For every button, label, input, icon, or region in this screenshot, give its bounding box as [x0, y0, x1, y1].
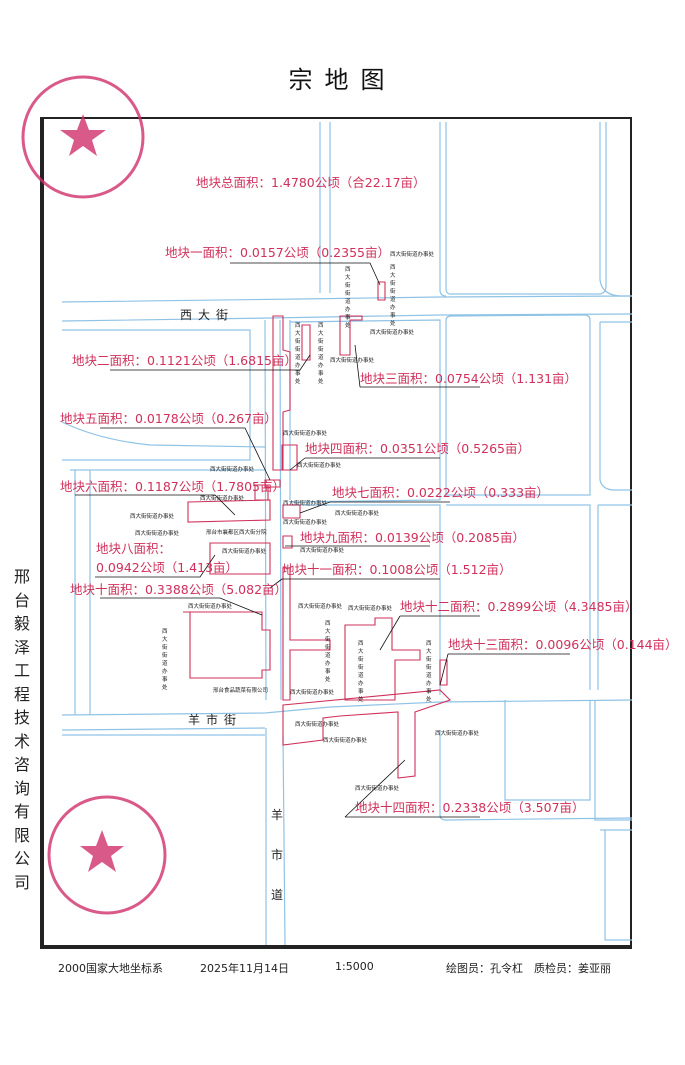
owner-label: 西大街街道办事处 — [295, 722, 340, 728]
owner-label: 西大街街道办事处 — [435, 731, 480, 737]
owner-label: 西大街街道办事处 — [210, 467, 255, 473]
parcel-11 — [282, 567, 331, 701]
parcel-label-2: 地块二面积：0.1121公顷（1.6815亩） — [72, 353, 297, 368]
top-seal — [21, 75, 145, 199]
block-edge — [290, 504, 632, 695]
owner-label: 西大街街道办事处 — [188, 604, 233, 610]
food-company-label: 邢台食品蔬菜有限公司 — [213, 688, 269, 694]
bottom-seal — [47, 795, 167, 915]
block-edge — [445, 122, 607, 295]
leader-lines — [75, 262, 570, 818]
parcel-1 — [377, 281, 386, 301]
owner-label: 西大街街道办事处 — [162, 629, 168, 691]
owner-label: 西大街街道办事处 — [390, 265, 396, 327]
owner-label: 西大街街道办事处 — [323, 738, 368, 744]
owner-label: 西大街街道办事处 — [426, 641, 432, 703]
parcel-label-11: 地块十一面积：0.1008公顷（1.512亩） — [282, 562, 512, 577]
parcel-label-14: 地块十四面积：0.2338公顷（3.507亩） — [355, 800, 585, 815]
block-edge — [70, 469, 265, 715]
owner-label: 西大街街道办事处 — [135, 531, 180, 537]
parcel-label-7: 地块七面积：0.0222公顷（0.333亩） — [332, 485, 550, 500]
staff-info: 绘图员：孔令杠 质检员：姜亚丽 — [446, 962, 611, 975]
star-icon — [80, 830, 124, 872]
parcel-label-4: 地块四面积：0.0351公顷（0.5265亩） — [305, 441, 530, 456]
owner-label: 西大街街道办事处 — [283, 501, 328, 507]
parcel-6 — [187, 484, 271, 523]
block-edge — [439, 122, 447, 297]
parcel-label-8: 地块八面积： — [96, 541, 172, 556]
parcel-label-9: 地块九面积：0.0139公顷（0.2085亩） — [300, 530, 525, 545]
road-edge — [264, 319, 267, 701]
owner-label: 西大街街道办事处 — [318, 323, 324, 385]
owner-label: 西大街街道办事处 — [283, 431, 328, 437]
street-label-yangshijie: 羊市街 — [188, 713, 243, 727]
owner-label: 西大街街道办事处 — [300, 548, 345, 554]
block-edge — [599, 122, 632, 297]
block-edge — [62, 320, 291, 500]
block-edge — [445, 314, 591, 496]
street-label-yangshidao: 羊市道 — [271, 808, 284, 902]
parcel-label-13: 地块十三面积：0.0096公顷（0.144亩） — [448, 637, 678, 652]
block-edge — [504, 505, 599, 801]
company-vertical-text: 邢台毅泽工程技术咨询有限公司 — [14, 567, 31, 892]
parcel-14 — [282, 689, 452, 779]
owner-label: 西大街街道办事处 — [355, 786, 400, 792]
road-edge — [61, 699, 633, 716]
owner-label: 西大街街道办事处 — [345, 267, 351, 329]
parcel-8 — [209, 542, 271, 575]
total-area-label: 地块总面积：1.4780公顷（合22.17亩） — [196, 175, 426, 190]
parcel-label-10: 地块十面积：0.3388公顷（5.082亩） — [70, 582, 288, 597]
block-edge — [439, 700, 633, 821]
block-edge — [600, 829, 632, 941]
owner-label: 西大街街道办事处 — [298, 604, 343, 610]
road-edge — [61, 727, 266, 731]
parcel-12 — [344, 617, 421, 701]
parcel-label-8-value: 0.0942公顷（1.413亩） — [96, 560, 239, 575]
parcel-4 — [281, 444, 298, 471]
owner-label: 西大街街道办事处 — [330, 358, 375, 364]
block-edge — [599, 321, 632, 491]
owner-label: 西大街街道办事处 — [297, 463, 342, 469]
star-icon — [60, 114, 106, 156]
parcel-extra — [301, 324, 311, 361]
road-edge — [282, 734, 286, 946]
parcel-label-3: 地块三面积：0.0754公顷（1.131亩） — [360, 371, 578, 386]
owner-label: 西大街街道办事处 — [335, 511, 380, 517]
street-label-xidajie: 西大街 — [180, 308, 235, 322]
parcel-label-1: 地块一面积：0.0157公顷（0.2355亩） — [165, 245, 390, 260]
parcel-3 — [339, 315, 363, 356]
owner-label: 西大街街道办事处 — [370, 330, 415, 336]
owner-label: 西大街街道办事处 — [130, 514, 175, 520]
block-edge — [319, 122, 331, 293]
parcel-label-12: 地块十二面积：0.2899公顷（4.3485亩） — [400, 599, 638, 614]
parcel-13 — [439, 659, 448, 686]
map-scale: 1:5000 — [335, 960, 374, 973]
owner-label: 西大街街道办事处 — [200, 496, 245, 502]
coordinate-system: 2000国家大地坐标系 — [58, 962, 163, 975]
parcel-10 — [183, 611, 271, 679]
owner-label: 西大街街道办事处 — [222, 549, 267, 555]
block-edge — [289, 319, 441, 503]
block-edge — [61, 421, 266, 448]
parcel-7 — [282, 504, 301, 519]
road-edge — [61, 295, 633, 303]
parcel-2 — [272, 315, 291, 471]
owner-label: 西大街街道办事处 — [348, 606, 393, 612]
branch-label: 邢台市襄都区西大街分院 — [206, 530, 267, 536]
owner-label: 西大街街道办事处 — [390, 252, 435, 258]
parcels — [183, 281, 452, 779]
road-edge — [279, 319, 282, 701]
page-title: 宗地图 — [288, 66, 397, 94]
roads — [61, 122, 633, 946]
parcel-label-6: 地块六面积：0.1187公顷（1.7805亩） — [60, 479, 285, 494]
parcel-9 — [282, 535, 293, 549]
map-date: 2025年11月14日 — [200, 962, 289, 975]
parcel-label-5: 地块五面积：0.0178公顷（0.267亩） — [60, 411, 278, 426]
owner-label: 西大街街道办事处 — [358, 641, 364, 703]
owner-label: 西大街街道办事处 — [325, 621, 331, 683]
map-frame — [40, 117, 632, 949]
owner-label: 西大街街道办事处 — [290, 690, 335, 696]
owner-label: 西大街街道办事处 — [283, 520, 328, 526]
owner-label: 西大街街道办事处 — [295, 323, 301, 385]
